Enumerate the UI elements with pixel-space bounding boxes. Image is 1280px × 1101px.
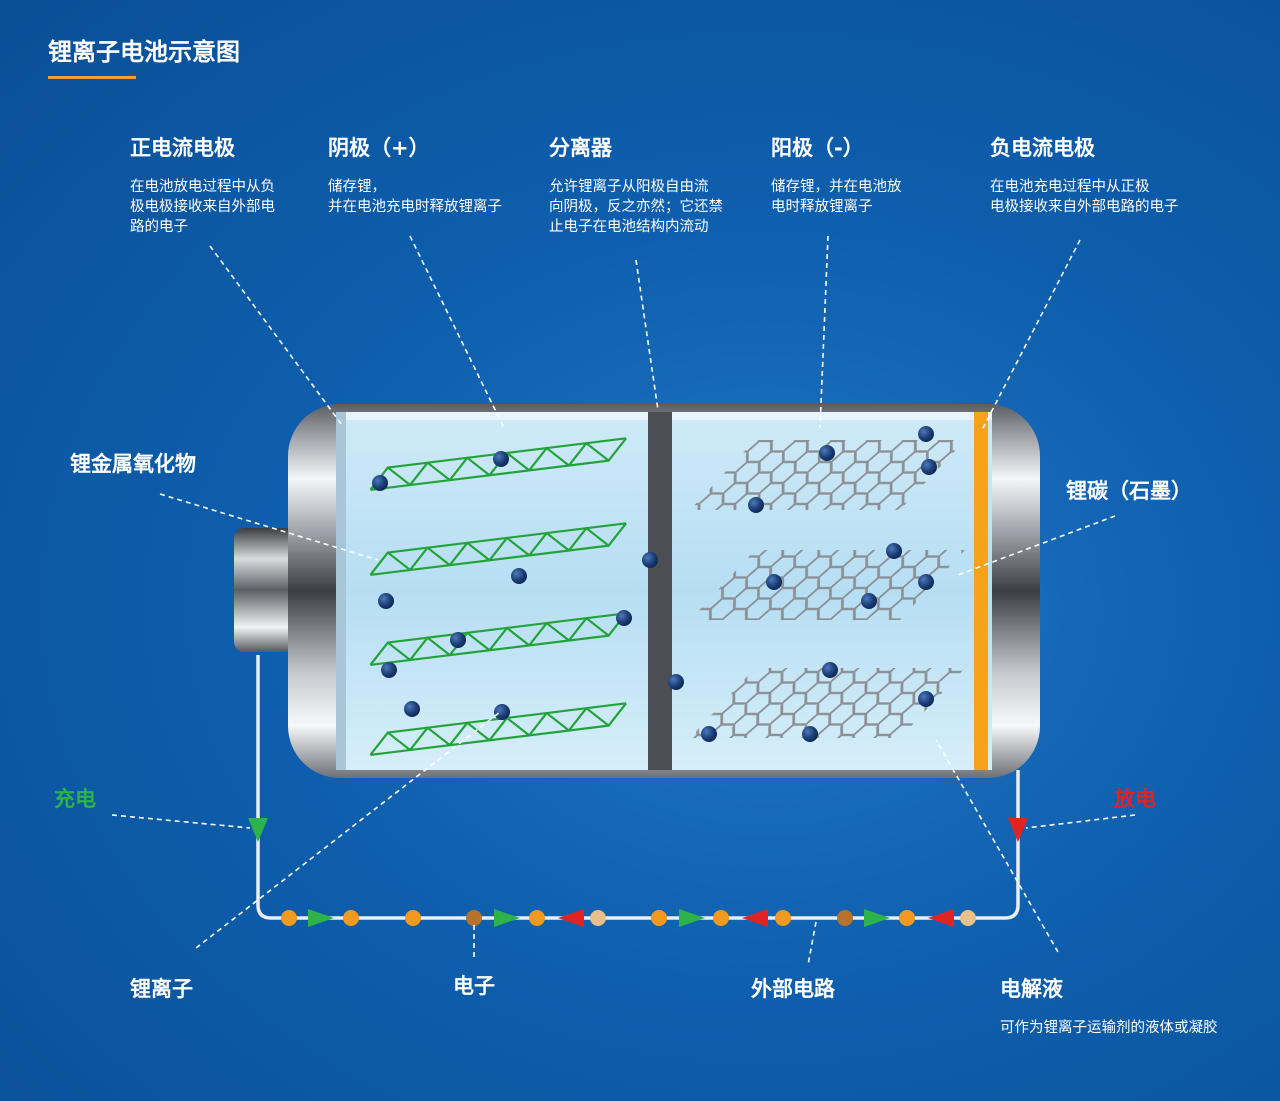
lithium-ions: [372, 426, 937, 742]
separator-bar: [648, 412, 672, 770]
arrow-right-green-icon: [679, 909, 705, 927]
electron-dot: [343, 910, 359, 926]
separator-desc: 允许锂离子从阳极自由流 向阴极，反之亦然；它还禁 止电子在电池结构内流动: [549, 179, 723, 235]
lithium-ion-dot: [372, 475, 388, 491]
lithium-ion-dot: [748, 497, 764, 513]
lithium-ion-dot: [822, 662, 838, 678]
down-arrow-red-icon: [1008, 818, 1028, 842]
anode-label: 阳极（-）: [771, 136, 864, 160]
electron-dot: [405, 910, 421, 926]
electron-dot: [960, 910, 976, 926]
negative-collector-desc: 在电池充电过程中从正极 电极接收来自外部电路的电子: [990, 179, 1179, 215]
lithium-ion-dot: [819, 445, 835, 461]
lithium-carbon-label: 锂碳（石墨）: [1066, 479, 1192, 503]
positive-collector-strip: [336, 412, 346, 770]
electron-dot: [713, 910, 729, 926]
electron-dot: [775, 910, 791, 926]
lithium-ion-dot: [642, 552, 658, 568]
lithium-ion-label: 锂离子: [130, 977, 193, 1001]
lithium-ion-dot: [918, 426, 934, 442]
lithium-ion-dot: [616, 610, 632, 626]
anode-desc: 储存锂，并在电池放 电时释放锂离子: [771, 179, 902, 215]
discharge-label: 放电: [1114, 787, 1156, 811]
page-title: 锂离子电池示意图: [48, 38, 240, 66]
lithium-ion-dot: [450, 632, 466, 648]
lithium-ion-dot: [381, 662, 397, 678]
lithium-ion-dot: [404, 701, 420, 717]
lithium-ion-dot: [918, 691, 934, 707]
lithium-ion-dot: [886, 543, 902, 559]
lithium-ion-dot: [668, 674, 684, 690]
lithium-ion-dot: [378, 593, 394, 609]
external-circuit-label: 外部电路: [751, 977, 835, 1001]
lithium-metal-oxide-label: 锂金属氧化物: [70, 452, 196, 476]
electron-label: 电子: [453, 974, 495, 998]
electrolyte-label: 电解液: [1000, 977, 1063, 1001]
electron-row: [281, 909, 976, 927]
lithium-ion-dot: [493, 451, 509, 467]
lithium-ion-dot: [921, 459, 937, 475]
electron-dot: [466, 910, 482, 926]
lithium-ion-dot: [918, 574, 934, 590]
arrow-left-red-icon: [558, 909, 584, 927]
electron-dot: [529, 910, 545, 926]
lithium-ion-dot: [511, 568, 527, 584]
electrolyte-desc: 可作为锂离子运输剂的液体或凝胶: [1000, 1020, 1218, 1036]
charge-label: 充电: [54, 787, 96, 811]
electron-dot: [837, 910, 853, 926]
leader-lines: [111, 235, 1136, 966]
electron-dot: [899, 910, 915, 926]
down-arrow-green-icon: [248, 818, 268, 842]
arrow-left-red-icon: [742, 909, 768, 927]
electron-dot: [651, 910, 667, 926]
negative-collector-label: 负电流电极: [990, 136, 1095, 160]
negative-collector-strip: [974, 412, 988, 770]
arrow-right-green-icon: [864, 909, 890, 927]
cathode-desc: 储存锂， 并在电池充电时释放锂离子: [328, 179, 502, 215]
external-circuit-wire: [256, 655, 1020, 920]
positive-collector-label: 正电流电极: [130, 136, 235, 160]
lithium-ion-dot: [701, 726, 717, 742]
separator-label: 分离器: [549, 136, 612, 160]
cathode-label: 阴极（+）: [328, 136, 430, 160]
electron-dot: [281, 910, 297, 926]
anode-graphite-sheets: [690, 440, 965, 738]
lithium-ion-dot: [802, 726, 818, 742]
arrow-right-green-icon: [308, 909, 334, 927]
arrow-left-red-icon: [928, 909, 954, 927]
lithium-ion-dot: [494, 704, 510, 720]
battery-terminal: [234, 528, 296, 652]
title-underline: [48, 76, 136, 79]
arrow-right-green-icon: [494, 909, 520, 927]
lithium-ion-dot: [861, 593, 877, 609]
positive-collector-desc: 在电池放电过程中从负 极电极接收来自外部电 路的电子: [130, 179, 275, 235]
lithium-ion-dot: [766, 574, 782, 590]
electron-dot: [590, 910, 606, 926]
